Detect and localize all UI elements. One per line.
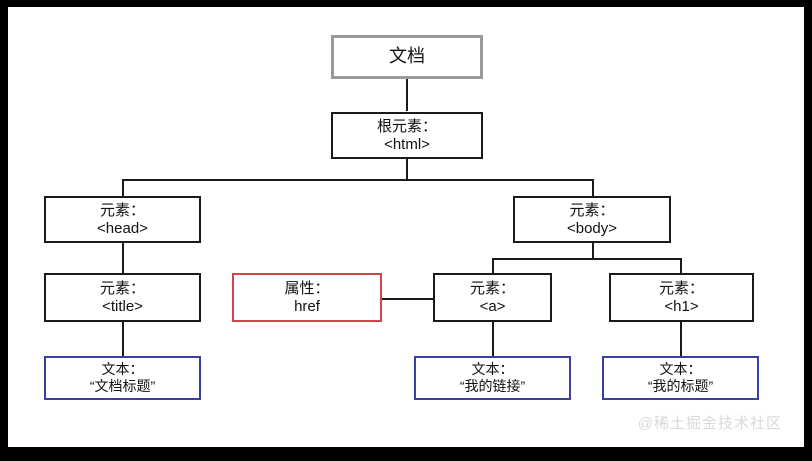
diagram-sheet: 文档 根元素： <html> 元素： <head> 元素： <body> 元素：… — [8, 7, 804, 447]
node-text-link-line2: “我的链接” — [459, 378, 526, 394]
node-document-line1: 文档 — [389, 46, 425, 67]
edge-html-stem — [406, 158, 408, 181]
node-text-link-line1: 文本： — [471, 361, 514, 378]
node-anchor[interactable]: 元素： <a> — [433, 273, 552, 322]
edge-anchor-text — [492, 321, 494, 356]
node-h1[interactable]: 元素： <h1> — [609, 273, 754, 322]
node-title-line1: 元素： — [99, 279, 145, 297]
node-href-line2: href — [294, 297, 320, 315]
node-body[interactable]: 元素： <body> — [513, 196, 671, 243]
node-html-line1: 根元素： — [376, 117, 437, 135]
node-text-my-link[interactable]: 文本： “我的链接” — [414, 356, 571, 400]
edge-body-h1-drop — [680, 258, 682, 273]
node-text-title-line2: “文档标题” — [89, 378, 156, 394]
edge-document-html — [406, 78, 408, 111]
node-head-line1: 元素： — [99, 201, 145, 219]
edge-body-anchor-drop — [492, 258, 494, 273]
node-text-my-heading[interactable]: 文本： “我的标题” — [602, 356, 759, 400]
edge-html-head-drop — [122, 179, 124, 196]
node-h1-line1: 元素： — [658, 279, 704, 297]
node-anchor-line2: <a> — [479, 297, 506, 315]
node-head[interactable]: 元素： <head> — [44, 196, 201, 243]
node-html[interactable]: 根元素： <html> — [331, 112, 483, 159]
edge-h1-text — [680, 321, 682, 356]
edge-href-anchor — [381, 298, 434, 300]
node-text-document-title[interactable]: 文本： “文档标题” — [44, 356, 201, 400]
edge-title-text — [122, 321, 124, 356]
node-text-title-line1: 文本： — [101, 361, 144, 378]
node-h1-line2: <h1> — [664, 297, 699, 315]
edge-head-title — [122, 242, 124, 273]
node-text-head-line2: “我的标题” — [647, 378, 714, 394]
node-title[interactable]: 元素： <title> — [44, 273, 201, 322]
node-anchor-line1: 元素： — [469, 279, 515, 297]
node-html-line2: <html> — [384, 135, 430, 153]
node-document[interactable]: 文档 — [331, 35, 483, 79]
node-href-line1: 属性： — [284, 279, 330, 297]
node-href-attribute[interactable]: 属性： href — [232, 273, 382, 322]
edge-html-body-drop — [592, 179, 594, 196]
edge-body-stem — [592, 242, 594, 259]
edge-html-bus — [122, 179, 594, 181]
node-body-line2: <body> — [566, 219, 618, 237]
node-title-line2: <title> — [102, 297, 143, 315]
edge-body-bus — [492, 258, 680, 260]
node-body-line1: 元素： — [569, 201, 615, 219]
node-head-line2: <head> — [97, 219, 148, 237]
watermark: @稀土掘金技术社区 — [637, 415, 782, 432]
node-text-head-line1: 文本： — [659, 361, 702, 378]
